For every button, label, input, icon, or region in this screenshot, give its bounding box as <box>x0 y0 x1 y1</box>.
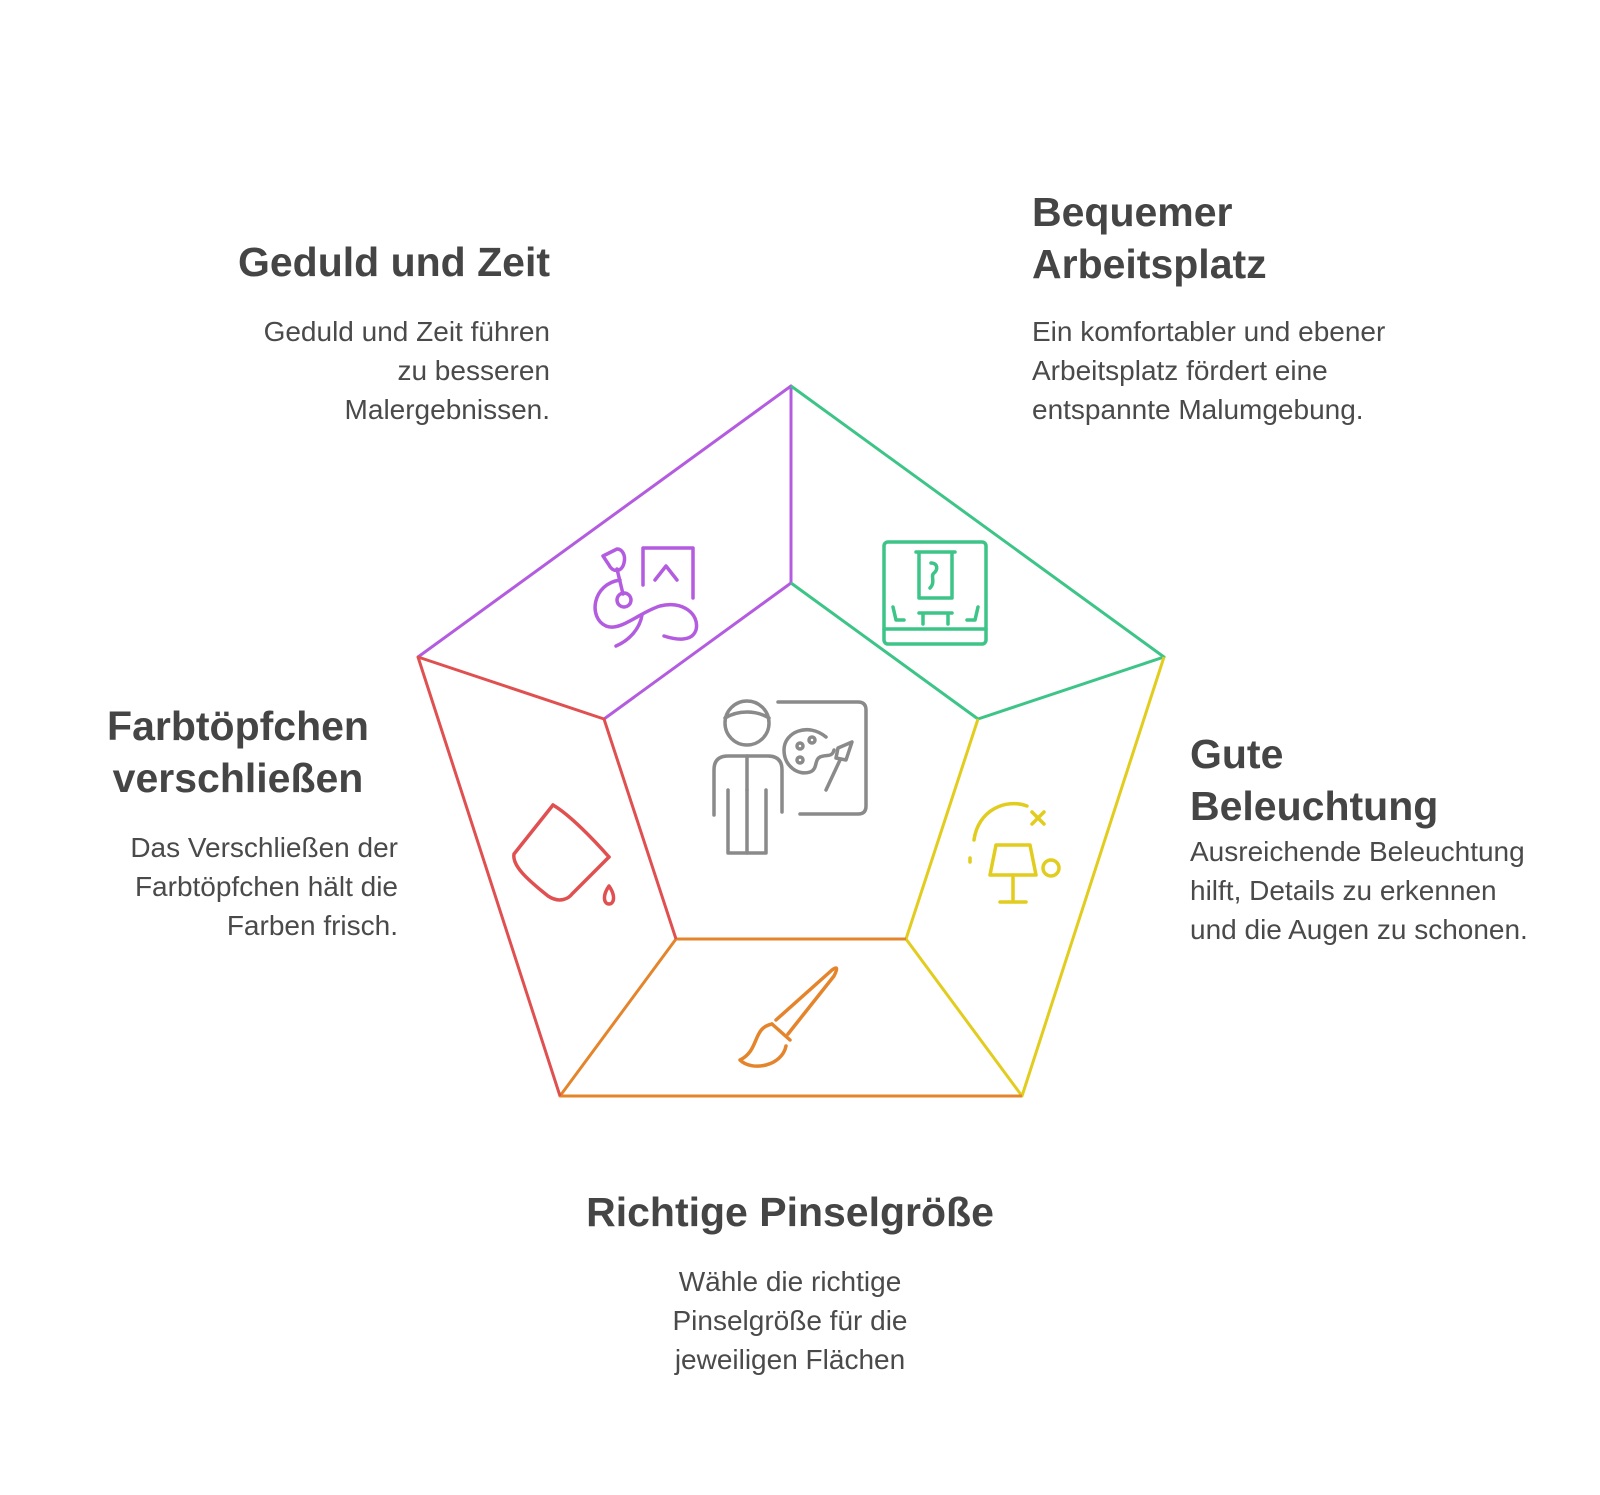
segment-geduld <box>417 384 793 721</box>
segment-beleuchtung <box>904 656 1166 1098</box>
segment-pinsel <box>558 937 1022 1098</box>
easel-workspace-icon <box>882 540 988 646</box>
section-description: Das Verschließen der Farbtöpfchen hält d… <box>130 832 398 941</box>
painting-artist-icon <box>593 546 699 648</box>
paint-pot-icon <box>512 803 616 906</box>
segment-farbtoepfchen <box>416 655 678 1097</box>
lamp-light-icon <box>968 801 1061 904</box>
section-title: Bequemer Arbeitsplatz <box>1032 189 1267 287</box>
section-description: Ein komfortabler und ebener Arbeitsplatz… <box>1032 316 1386 425</box>
section-title: Gute Beleuchtung <box>1190 731 1439 829</box>
section-beleuchtung: Gute Beleuchtung Ausreichende Beleuchtun… <box>1190 728 1570 949</box>
section-arbeitsplatz: Bequemer Arbeitsplatz Ein komfortabler u… <box>1032 186 1402 429</box>
paintbrush-icon <box>738 966 839 1068</box>
section-title: Richtige Pinselgröße <box>586 1189 994 1235</box>
segment-arbeitsplatz <box>790 384 1166 721</box>
painter-at-canvas-icon <box>712 699 868 855</box>
section-description: Ausreichende Beleuchtung hilft, Details … <box>1190 836 1528 945</box>
section-title: Farbtöpfchen verschließen <box>107 703 369 801</box>
section-description: Geduld und Zeit führen zu besseren Maler… <box>263 316 550 425</box>
section-title: Geduld und Zeit <box>237 239 550 285</box>
section-pinsel: Richtige Pinselgröße Wähle die richtige … <box>540 1186 1040 1379</box>
section-geduld: Geduld und Zeit Geduld und Zeit führen z… <box>150 236 550 429</box>
section-farbtoepfchen: Farbtöpfchen verschließen Das Verschließ… <box>78 700 398 945</box>
section-description: Wähle die richtige Pinselgröße für die j… <box>672 1266 908 1375</box>
